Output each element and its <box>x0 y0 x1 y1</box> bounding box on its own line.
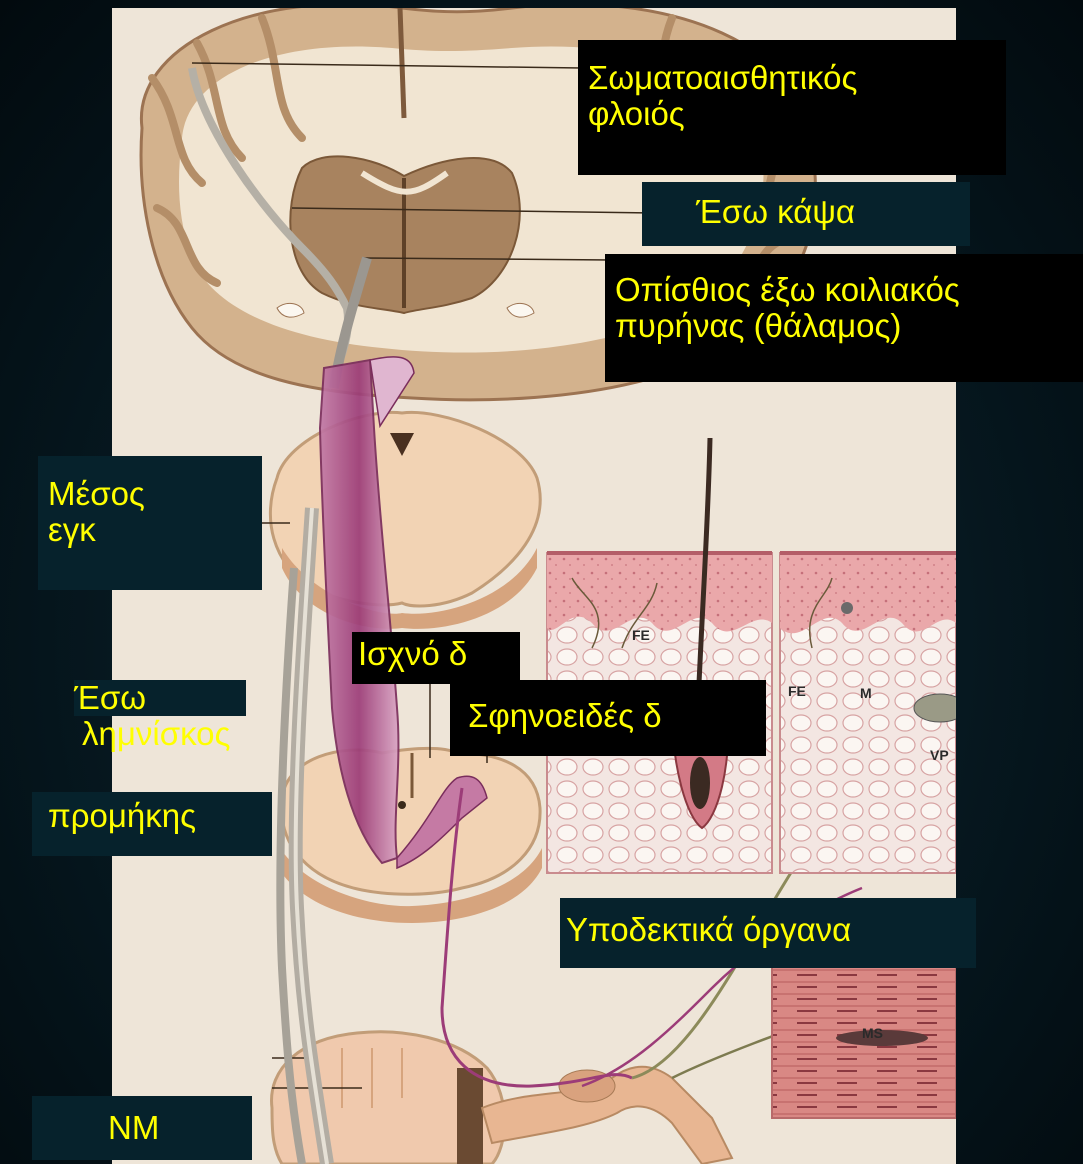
label-receptors: Υποδεκτικά όργανα <box>560 898 976 968</box>
label-vpl-nucleus: Οπίσθιος έξω κοιλιακός πυρήνας (θάλαμος) <box>605 254 1083 382</box>
label-medial-lemniscus: Έσω λημνίσκος <box>46 680 274 772</box>
label-cuneate-nucleus: Σφηνοειδές δ <box>450 680 766 756</box>
plate-letter-ms: MS <box>862 1025 883 1041</box>
skin-section <box>547 438 956 873</box>
plate-letter-vp: VP <box>930 747 949 763</box>
label-gracile-nucleus: Ισχνό δ <box>352 632 520 684</box>
label-spinal-cord: ΝΜ <box>32 1096 252 1160</box>
plate-letter-fe-2: FE <box>788 683 806 699</box>
label-internal-capsule: Έσω κάψα <box>642 182 970 246</box>
label-somatosensory-cortex: Σωματοαισθητικός φλοιός <box>578 40 1006 175</box>
plate-letter-m: M <box>860 685 872 701</box>
label-midbrain: Μέσος εγκ <box>38 456 262 590</box>
spinal-cord-section <box>272 1032 732 1164</box>
plate-letter-fe-1: FE <box>632 627 650 643</box>
label-medulla: προμήκης <box>32 792 272 856</box>
